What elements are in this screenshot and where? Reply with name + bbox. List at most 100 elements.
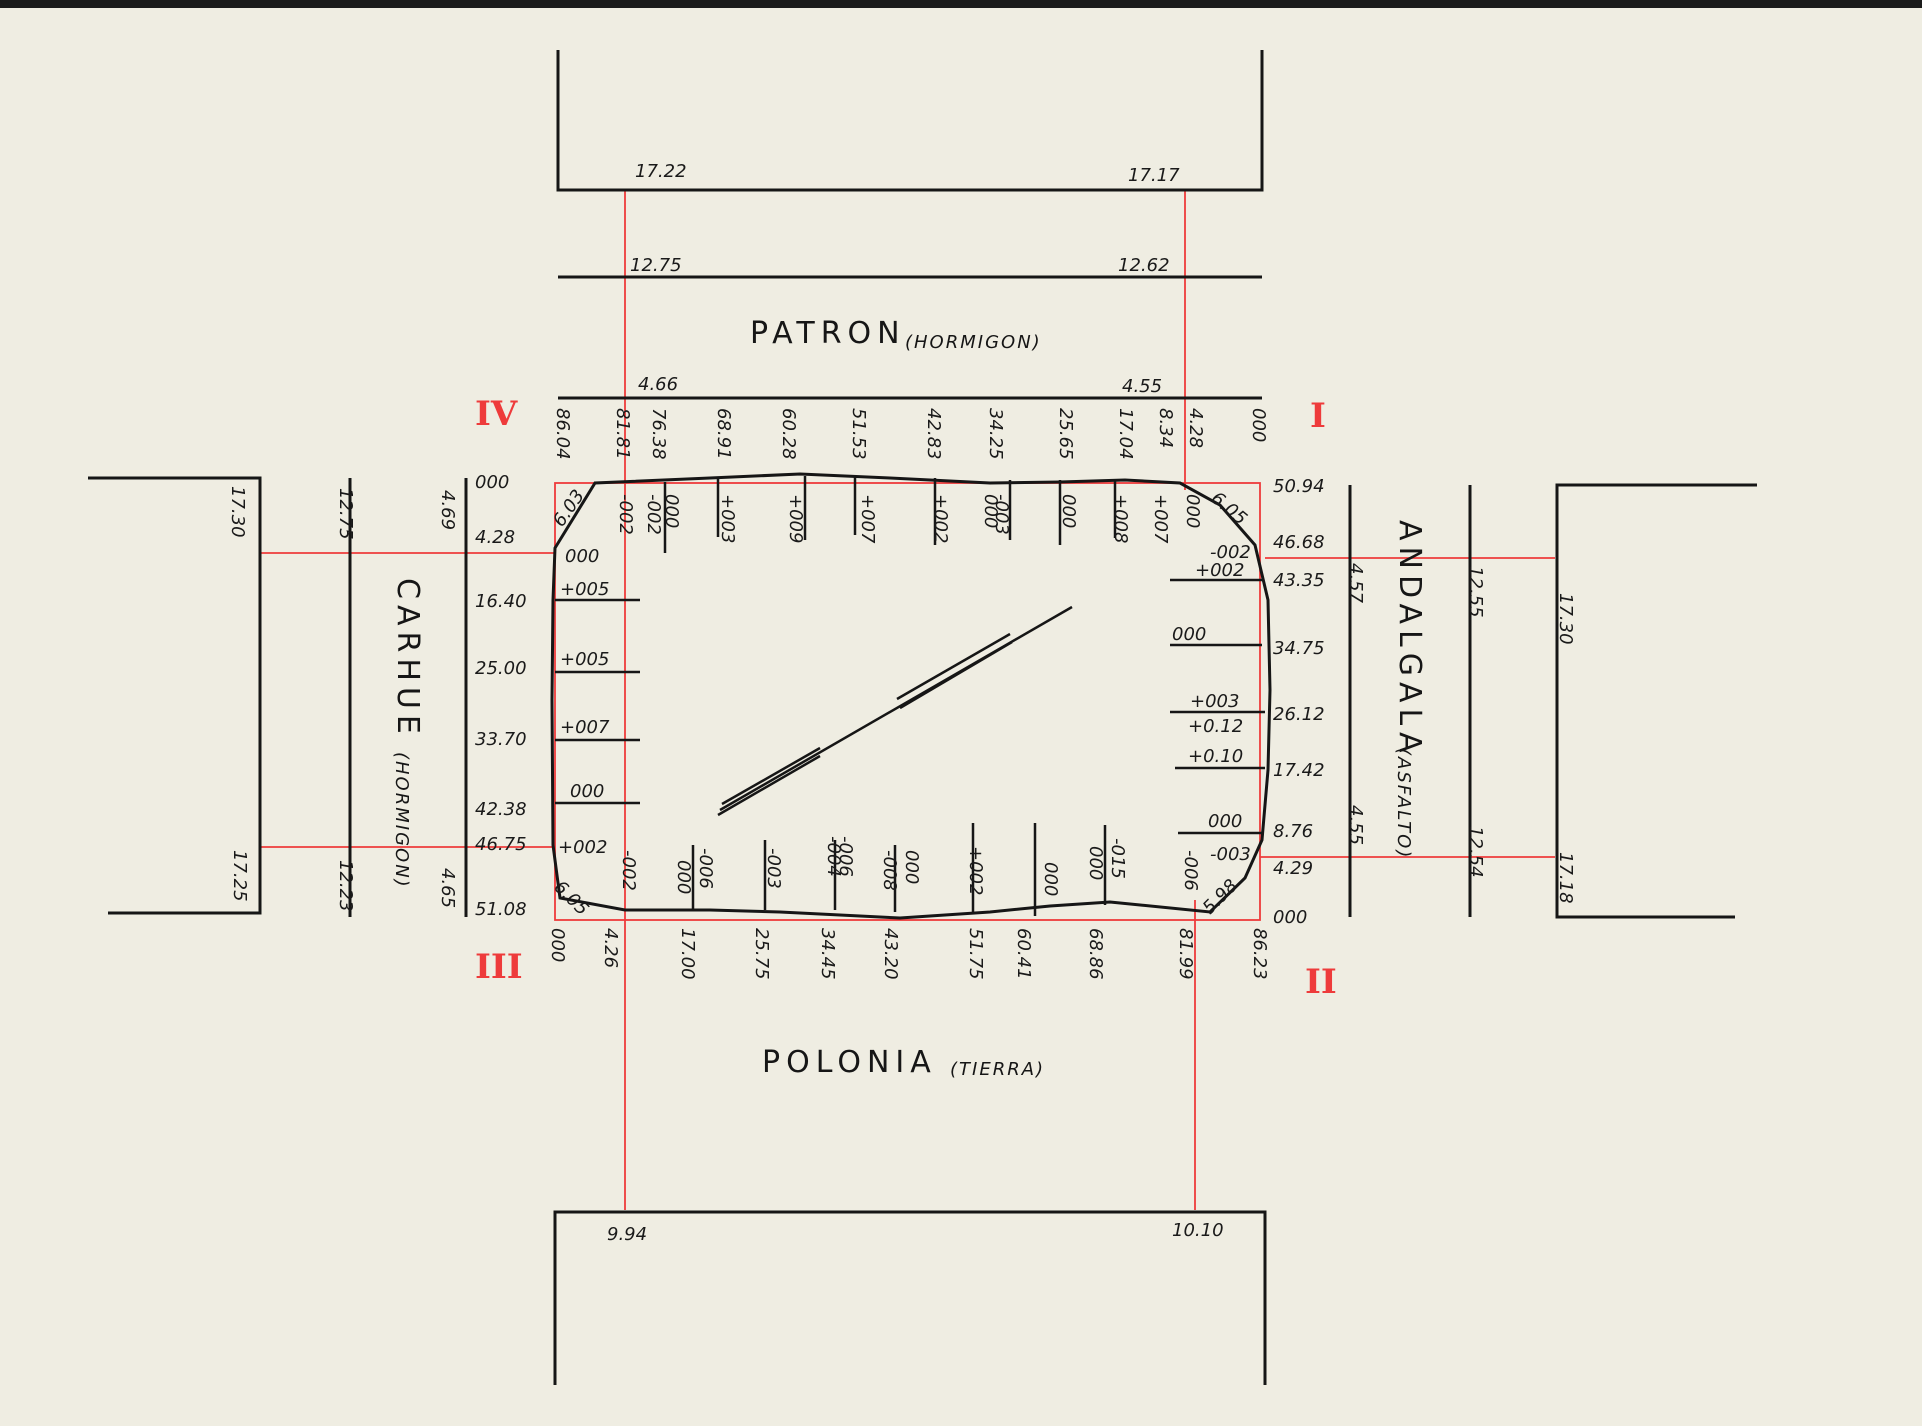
left-level-label: 17.25 — [229, 850, 250, 902]
top-chainage-label: 86.04 — [552, 408, 573, 460]
street-surface-right: (ASFALTO) — [1393, 748, 1414, 859]
street-outlines — [88, 50, 1757, 1385]
right-offset-label: +003 — [1190, 691, 1239, 712]
top-chainage-label: 000 — [1248, 408, 1269, 442]
right-level-label: 17.18 — [1555, 852, 1576, 904]
bottom-chainage-label: 51.75 — [965, 928, 986, 980]
right-level-label: 4.57 — [1345, 563, 1366, 604]
right-level-label: 4.55 — [1345, 805, 1366, 845]
street-surface-left: (HORMIGON) — [391, 752, 412, 889]
top-chainage-label: 34.25 — [985, 408, 1006, 460]
right-offset-label: +0.10 — [1188, 746, 1243, 767]
top-offset-label: -002 — [643, 494, 664, 535]
bottom-chainage-label: 000 — [547, 928, 568, 962]
top-level-label: 12.62 — [1118, 255, 1170, 276]
bottom-level-label: 9.94 — [607, 1224, 647, 1245]
reference-lines — [260, 190, 1555, 1210]
corner-label-III: III — [475, 947, 523, 987]
bottom-offset-label: -002 — [618, 850, 639, 891]
right-level-label: 12.54 — [1465, 826, 1486, 878]
left-offset-label: +007 — [560, 717, 610, 738]
street-name-right: ANDALGALA — [1392, 520, 1427, 758]
bottom-chainage-label: 81.99 — [1175, 928, 1196, 980]
corner-label-II: II — [1305, 962, 1337, 1002]
left-chainage-label: 4.28 — [475, 527, 515, 548]
top-level-label: 4.66 — [638, 374, 678, 395]
street-name-top: PATRON — [750, 316, 906, 351]
left-chainage-label: 46.75 — [475, 834, 527, 855]
left-level-label: 4.69 — [437, 490, 458, 530]
paper-sheet — [0, 8, 1922, 1426]
bottom-offset-label: 000 — [1085, 846, 1106, 880]
street-name-left: CARHUE — [390, 578, 425, 740]
bottom-chainage-label: 34.45 — [817, 928, 838, 980]
bottom-offset-label: -004 — [823, 836, 844, 877]
right-offset-label: 000 — [1208, 811, 1242, 832]
left-offset-label: +002 — [558, 837, 607, 858]
bottom-chainage-label: 60.41 — [1013, 928, 1034, 980]
left-level-label: 4.65 — [437, 868, 458, 908]
bottom-offset-label: 000 — [673, 860, 694, 894]
right-section-ticks — [1170, 578, 1265, 835]
bottom-offset-label: -015 — [1107, 838, 1128, 879]
right-level-label: 17.30 — [1555, 593, 1576, 645]
left-level-label: 17.30 — [227, 486, 248, 538]
left-offset-label: +005 — [560, 649, 609, 670]
top-offset-label: 000 — [661, 494, 682, 528]
right-chainage-label: 4.29 — [1273, 858, 1313, 879]
bottom-level-label: 10.10 — [1172, 1220, 1224, 1241]
top-chainage-label: 68.91 — [713, 408, 734, 460]
left-chainage-label: 42.38 — [475, 799, 527, 820]
bottom-offset-label: -003 — [763, 848, 784, 889]
corner-label-IV: IV — [475, 394, 518, 434]
right-chainage-label: 26.12 — [1273, 704, 1325, 725]
bottom-offset-label: 000 — [901, 850, 922, 884]
right-chainage-label: 34.75 — [1273, 638, 1325, 659]
bottom-offset-label: +002 — [965, 846, 986, 895]
right-chainage-label: 8.76 — [1273, 821, 1313, 842]
right-chainage-label: 43.35 — [1273, 570, 1325, 591]
top-chainage-label: 8.34 — [1155, 408, 1176, 448]
right-chainage-label: 17.42 — [1273, 760, 1325, 781]
left-chainage-label: 000 — [475, 472, 509, 493]
top-chainage-label: 4.28 — [1185, 408, 1206, 448]
bottom-offset-label: -008 — [879, 850, 900, 891]
left-chainage-label: 33.70 — [475, 729, 527, 750]
top-offset-label: +009 — [785, 494, 806, 543]
right-chainage-label: 46.68 — [1273, 532, 1325, 553]
bottom-offset-label: -006 — [1180, 850, 1201, 891]
north-arrow — [717, 605, 1073, 817]
right-offset-label: -002 — [1210, 542, 1251, 563]
street-surface-bottom: (TIERRA) — [950, 1059, 1045, 1080]
street-name-bottom: POLONIA — [762, 1045, 937, 1080]
top-chainage-label: 25.65 — [1055, 408, 1076, 460]
bottom-offset-label: 000 — [1040, 862, 1061, 896]
top-chainage-label: 17.04 — [1115, 408, 1136, 460]
top-offset-label: +008 — [1110, 494, 1131, 543]
bottom-chainage-label: 68.86 — [1085, 928, 1106, 980]
corner-label-I: I — [1310, 396, 1326, 436]
top-offset-label: +007 — [1150, 494, 1171, 544]
top-chainage-label: 76.38 — [648, 408, 669, 460]
left-chainage-label: 16.40 — [475, 591, 527, 612]
bottom-section-ticks — [691, 823, 1107, 916]
top-offset-label: -003 — [991, 494, 1012, 535]
left-level-label: 12.75 — [335, 488, 356, 540]
left-offset-label: 000 — [570, 781, 604, 802]
bottom-offset-label: -006 — [835, 836, 856, 877]
right-offset-label: +002 — [1195, 560, 1244, 581]
top-offset-label: +003 — [717, 494, 738, 543]
top-offset-label: -002 — [615, 494, 636, 535]
bottom-chainage-label: 4.26 — [600, 928, 621, 968]
street-surface-top: (HORMIGON) — [905, 332, 1042, 353]
bottom-chainage-label: 43.20 — [880, 928, 901, 980]
building-outline — [550, 472, 1272, 920]
top-chainage-label: 42.83 — [923, 408, 944, 460]
top-level-label: 17.22 — [635, 161, 687, 182]
right-level-label: 12.55 — [1465, 566, 1486, 618]
bottom-chainage-label: 17.00 — [677, 928, 698, 980]
bottom-chainage-label: 86.23 — [1249, 928, 1270, 980]
right-chainage-label: 000 — [1273, 907, 1307, 928]
right-chainage-label: 50.94 — [1273, 476, 1325, 497]
